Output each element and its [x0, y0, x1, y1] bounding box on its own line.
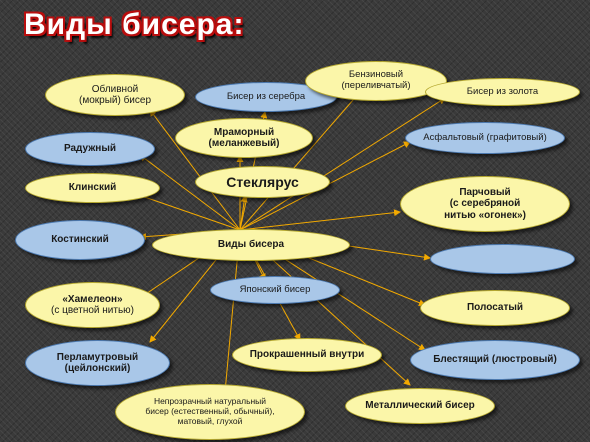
arrow-to-parchovy — [239, 209, 401, 231]
arrow-to-benzin — [239, 91, 361, 231]
node-hameleon-title: «Хамелеон» — [62, 293, 123, 305]
node-raduzh: Радужный — [25, 132, 155, 166]
node-klinsky: Клинский — [25, 173, 160, 203]
arrow-to-klinsky — [129, 190, 241, 231]
node-metall: Металлический бисер — [345, 388, 495, 424]
node-mramor: Мраморный (меланжевый) — [175, 118, 313, 158]
node-steklyarus: Стеклярус — [195, 166, 330, 198]
node-blank — [430, 244, 575, 274]
slide-title: Виды бисера: — [24, 8, 245, 41]
node-center: Виды бисера — [152, 229, 350, 261]
node-kostinsky: Костинский — [15, 220, 145, 260]
node-polosaty: Полосатый — [420, 290, 570, 326]
node-zoloto: Бисер из золота — [425, 78, 580, 106]
node-hameleon-sub: (с цветной нитью) — [50, 305, 135, 316]
node-prokrash: Прокрашенный внутри — [232, 338, 382, 372]
node-hameleon: «Хамелеон» (с цветной нитью) — [25, 282, 160, 328]
node-yapon: Японский бисер — [210, 276, 340, 304]
node-perlamutr: Перламутровый (цейлонский) — [25, 340, 170, 386]
node-blest: Блестящий (люстровый) — [410, 340, 580, 380]
node-benzin: Бензиновый (переливчатый) — [305, 61, 447, 101]
arrow-to-oblivnoy — [149, 109, 241, 231]
node-serebro: Бисер из серебра — [195, 82, 337, 112]
arrow-to-steklyarus — [239, 195, 248, 231]
node-neprozr: Непрозрачный натуральный бисер (естестве… — [115, 384, 305, 440]
node-asfalt: Асфальтовый (графитовый) — [405, 122, 565, 154]
node-parchovy: Парчовый (с серебряной нитью «огонек») — [400, 176, 570, 232]
arrow-to-raduzh — [139, 154, 241, 231]
node-oblivnoy: Обливной (мокрый) бисер — [45, 74, 185, 116]
arrow-to-zoloto — [239, 97, 446, 231]
